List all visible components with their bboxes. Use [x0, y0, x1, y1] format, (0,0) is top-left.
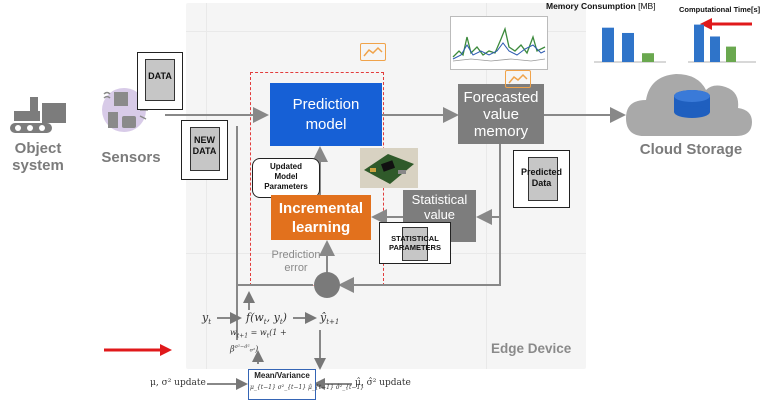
- memory-chart-title-text: Memory Consumption: [546, 1, 636, 11]
- formula-beta: β: [230, 344, 235, 354]
- formula-frac-num: σ²−σ̂²: [234, 343, 250, 350]
- mean-variance-box: Mean/Variance μ_{t−1} σ²_{t−1} μ̂_{t−1} …: [248, 369, 365, 400]
- prediction-model-label: Prediction model: [292, 95, 360, 133]
- formula-f-close: ): [282, 311, 287, 324]
- sensors-label: Sensors: [101, 149, 161, 166]
- memory-chart-title: Memory Consumption [MB]: [546, 1, 676, 13]
- formula-weight-update-line2: βσ²−σ̂²σ²): [230, 342, 287, 356]
- factory-icon: [8, 93, 68, 137]
- right-update-label: μ̂, σ̂² update: [355, 378, 411, 388]
- cloud-storage-label: Cloud Storage: [639, 141, 743, 158]
- formula-w-sub2: t: [266, 332, 270, 340]
- computational-time-chart: [688, 24, 756, 63]
- formula-frac-den: σ²: [249, 347, 256, 354]
- statistical-parameters-label: STATISTICAL PARAMETERS: [389, 234, 441, 252]
- formula-y-t-sub: t: [208, 318, 212, 327]
- formula-f-text: f(w: [246, 311, 264, 324]
- formula-y-t: yt: [202, 311, 211, 326]
- object-system-label: Object system: [12, 140, 64, 174]
- cloud-icon: [622, 62, 756, 144]
- forecasted-value-memory-box: Forecasted value memory: [458, 84, 544, 144]
- predicted-data-page-icon: [528, 157, 558, 201]
- incremental-learning-box: Incremental learning: [271, 195, 371, 240]
- updated-model-parameters-label: Updated Model Parameters: [264, 162, 308, 191]
- edge-device-label: Edge Device: [491, 341, 572, 356]
- memory-chart-unit: [MB]: [638, 1, 656, 11]
- formula-f: f(wt, yt): [246, 311, 287, 326]
- prediction-error-label: Prediction error: [271, 249, 321, 274]
- chart-bar: [710, 36, 720, 62]
- left-update-label: μ, σ² update: [150, 378, 206, 388]
- chart-bar: [622, 32, 634, 62]
- new-data-document: NEW DATA: [181, 120, 228, 180]
- data-document: DATA: [137, 52, 183, 110]
- formula-f-sub2: t: [279, 318, 283, 327]
- formula-w-text: w: [230, 328, 237, 337]
- forecasted-value-memory-label: Forecasted value memory: [463, 88, 539, 140]
- forecast-line-chart-thumbnail: [450, 16, 548, 70]
- predicted-data-label: Predicted Data: [520, 167, 562, 188]
- mean-variance-values: μ_{t−1} σ²_{t−1} μ̂_{t−1} σ̂²_{t−1}: [250, 384, 365, 391]
- grid-line: [206, 3, 207, 369]
- formula-weight-update-line1: wt+1 = wt(1 +: [230, 328, 287, 342]
- mean-variance-title: Mean/Variance: [254, 371, 310, 380]
- formula-y-t-text: y: [202, 311, 209, 324]
- incremental-learning-label: Incremental learning: [278, 199, 364, 236]
- statistical-parameters-document: STATISTICAL PARAMETERS: [379, 222, 451, 264]
- chart-bar: [602, 27, 614, 62]
- formula-y-hat-text: ŷ: [320, 311, 327, 324]
- new-data-page-icon: [190, 127, 220, 171]
- chart-bar: [694, 24, 704, 63]
- grid-line: [186, 31, 586, 32]
- formula-f-mid: , y: [266, 311, 280, 324]
- formula-weight-update: wt+1 = wt(1 + βσ²−σ̂²σ²): [230, 328, 287, 355]
- formula-w-rest: = w: [248, 328, 267, 337]
- circuit-board-image: [360, 148, 418, 188]
- predicted-data-document: Predicted Data: [513, 150, 570, 208]
- formula-w-sub: t+1: [236, 332, 249, 340]
- statistical-parameters-page-icon: [402, 227, 428, 261]
- grid-line: [486, 3, 487, 369]
- chart-icon: [505, 70, 531, 88]
- chart-bar: [642, 53, 654, 62]
- memory-consumption-chart: [594, 27, 666, 63]
- data-doc-label: DATA: [148, 71, 172, 81]
- formula-close: ): [255, 344, 259, 354]
- formula-y-hat: ŷt+1: [320, 311, 339, 326]
- prediction-model-box: Prediction model: [270, 83, 382, 146]
- formula-f-sub: t: [263, 318, 267, 327]
- new-data-doc-label: NEW DATA: [192, 135, 217, 156]
- chart-bar: [726, 46, 736, 62]
- formula-y-hat-sub: t+1: [326, 318, 340, 327]
- chart-icon: [360, 43, 386, 61]
- data-page-icon: [145, 59, 175, 101]
- formula-w-tail: (1 +: [269, 328, 287, 337]
- computational-time-title: Computational Time[s]: [679, 5, 761, 14]
- updated-model-parameters-box: Updated Model Parameters: [252, 158, 320, 198]
